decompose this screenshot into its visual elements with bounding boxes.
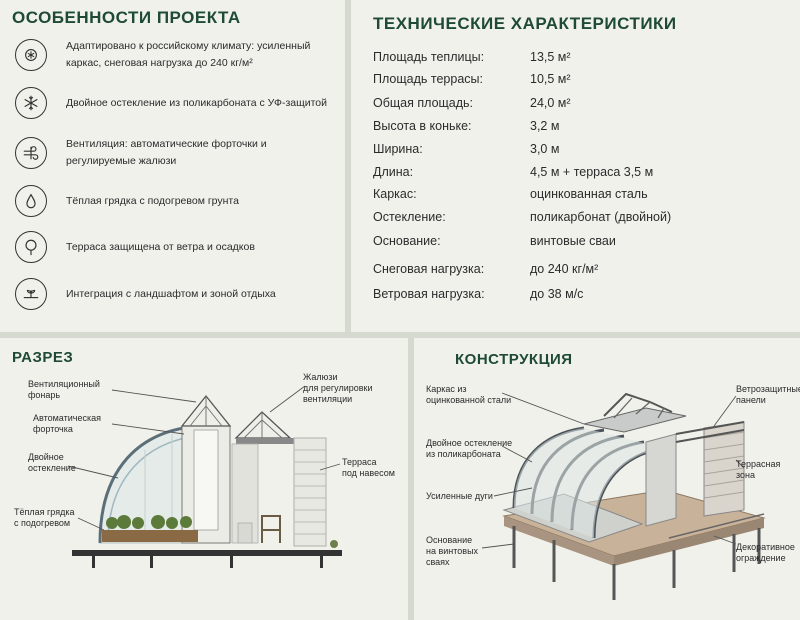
spec-row: Каркас: оцинкованная сталь (373, 187, 648, 201)
section-title: РАЗРЕЗ (12, 349, 74, 366)
spec-row: Общая площадь: 24,0 м² (373, 96, 571, 110)
label-louvers: Жалюзи для регулировки вентиляции (303, 372, 373, 404)
spec-key: Ширина: (373, 142, 423, 156)
spec-key: Ветровая нагрузка: (373, 287, 485, 301)
label-wind-panels: Ветрозащитные панели (736, 384, 800, 405)
spec-row: Площадь террасы: 10,5 м² (373, 72, 571, 86)
spec-value: 3,2 м (530, 119, 560, 133)
spec-key: Каркас: (373, 187, 417, 201)
feature-item: Адаптировано к российскому климату: усил… (15, 38, 336, 72)
feature-item: Тёплая грядка с подогревом грунта (15, 185, 336, 217)
spec-key: Остекление: (373, 210, 446, 224)
features-panel: ОСОБЕННОСТИ ПРОЕКТА Адаптировано к росси… (0, 0, 345, 332)
spec-row: Ширина: 3,0 м (373, 142, 559, 156)
spec-row: Снеговая нагрузка: до 240 кг/м² (373, 262, 598, 276)
label-terrace-zone: Террасная зона (736, 459, 781, 480)
construction-drawing (481, 392, 766, 600)
snowflake-gear-icon (15, 39, 47, 71)
spec-row: Остекление: поликарбонат (двойной) (373, 210, 671, 224)
feature-text: Интеграция с ландшафтом и зоной отдыха (66, 287, 276, 300)
label-warm-bed: Тёплая грядка с подогревом (14, 507, 75, 528)
feature-text: Вентиляция: автоматические форточки и ре… (66, 138, 267, 167)
spec-row: Длина: 4,5 м + терраса 3,5 м (373, 165, 653, 179)
wind-icon (15, 137, 47, 169)
feature-text: Тёплая грядка с подогревом грунта (66, 194, 239, 207)
section-drawing (67, 385, 342, 568)
spec-value: 3,0 м (530, 142, 560, 156)
spec-value: до 38 м/с (530, 287, 584, 301)
landscape-icon (15, 278, 47, 310)
spec-value: 4,5 м + терраса 3,5 м (530, 165, 654, 179)
spec-row: Основание: винтовые сваи (373, 234, 616, 248)
spec-key: Общая площадь: (373, 96, 474, 110)
spec-row: Ветровая нагрузка: до 38 м/с (373, 287, 583, 301)
drop-icon (15, 185, 47, 217)
spec-value: оцинкованная сталь (530, 187, 648, 201)
snowflake-icon (15, 87, 47, 119)
label-fence: Декоративное ограждение (736, 542, 795, 563)
features-title: ОСОБЕННОСТИ ПРОЕКТА (12, 8, 241, 27)
feature-item: Интеграция с ландшафтом и зоной отдыха (15, 278, 336, 310)
label-glazing: Двойное остекление из поликарбоната (426, 438, 513, 459)
spec-value: винтовые сваи (530, 234, 616, 248)
label-auto-window: Автоматическая форточка (33, 413, 101, 434)
feature-item: Двойное остекление из поликарбоната с УФ… (15, 87, 336, 119)
feature-item: Вентиляция: автоматические форточки и ре… (15, 136, 336, 170)
construction-title: КОНСТРУКЦИЯ (455, 351, 573, 368)
spec-value: 24,0 м² (530, 96, 571, 110)
feature-text: Терраса защищена от ветра и осадков (66, 240, 255, 253)
spec-key: Длина: (373, 165, 414, 179)
specs-panel: ТЕХНИЧЕСКИЕ ХАРАКТЕРИСТИКИ Площадь тепли… (351, 0, 800, 332)
label-terrace: Терраса под навесом (342, 457, 395, 478)
label-foundation: Основание на винтовых сваях (426, 535, 479, 567)
label-arches: Усиленные дуги (426, 491, 493, 501)
spec-value: до 240 кг/м² (530, 262, 599, 276)
label-frame: Каркас из оцинкованной стали (426, 384, 512, 405)
label-vent-lantern: Вентиляционный фонарь (28, 379, 100, 400)
spec-row: Высота в коньке: 3,2 м (373, 119, 559, 133)
feature-text: Адаптировано к российскому климату: усил… (66, 40, 311, 69)
feature-text: Двойное остекление из поликарбоната с УФ… (66, 96, 328, 109)
specs-title: ТЕХНИЧЕСКИЕ ХАРАКТЕРИСТИКИ (373, 14, 677, 33)
tree-icon (15, 231, 47, 263)
label-double-glazing: Двойное остекление (28, 452, 76, 473)
spec-key: Основание: (373, 234, 441, 248)
spec-row: Площадь теплицы: 13,5 м² (373, 50, 571, 64)
spec-value: 10,5 м² (530, 72, 571, 86)
spec-key: Площадь теплицы: (373, 50, 485, 64)
feature-item: Терраса защищена от ветра и осадков (15, 231, 336, 263)
spec-key: Снеговая нагрузка: (373, 262, 485, 276)
spec-key: Высота в коньке: (373, 119, 472, 133)
spec-value: 13,5 м² (530, 50, 571, 64)
spec-value: поликарбонат (двойной) (530, 210, 672, 224)
construction-panel: КОНСТРУКЦИЯ (414, 338, 800, 620)
section-panel: РАЗРЕЗ (0, 338, 408, 620)
spec-key: Площадь террасы: (373, 72, 483, 86)
